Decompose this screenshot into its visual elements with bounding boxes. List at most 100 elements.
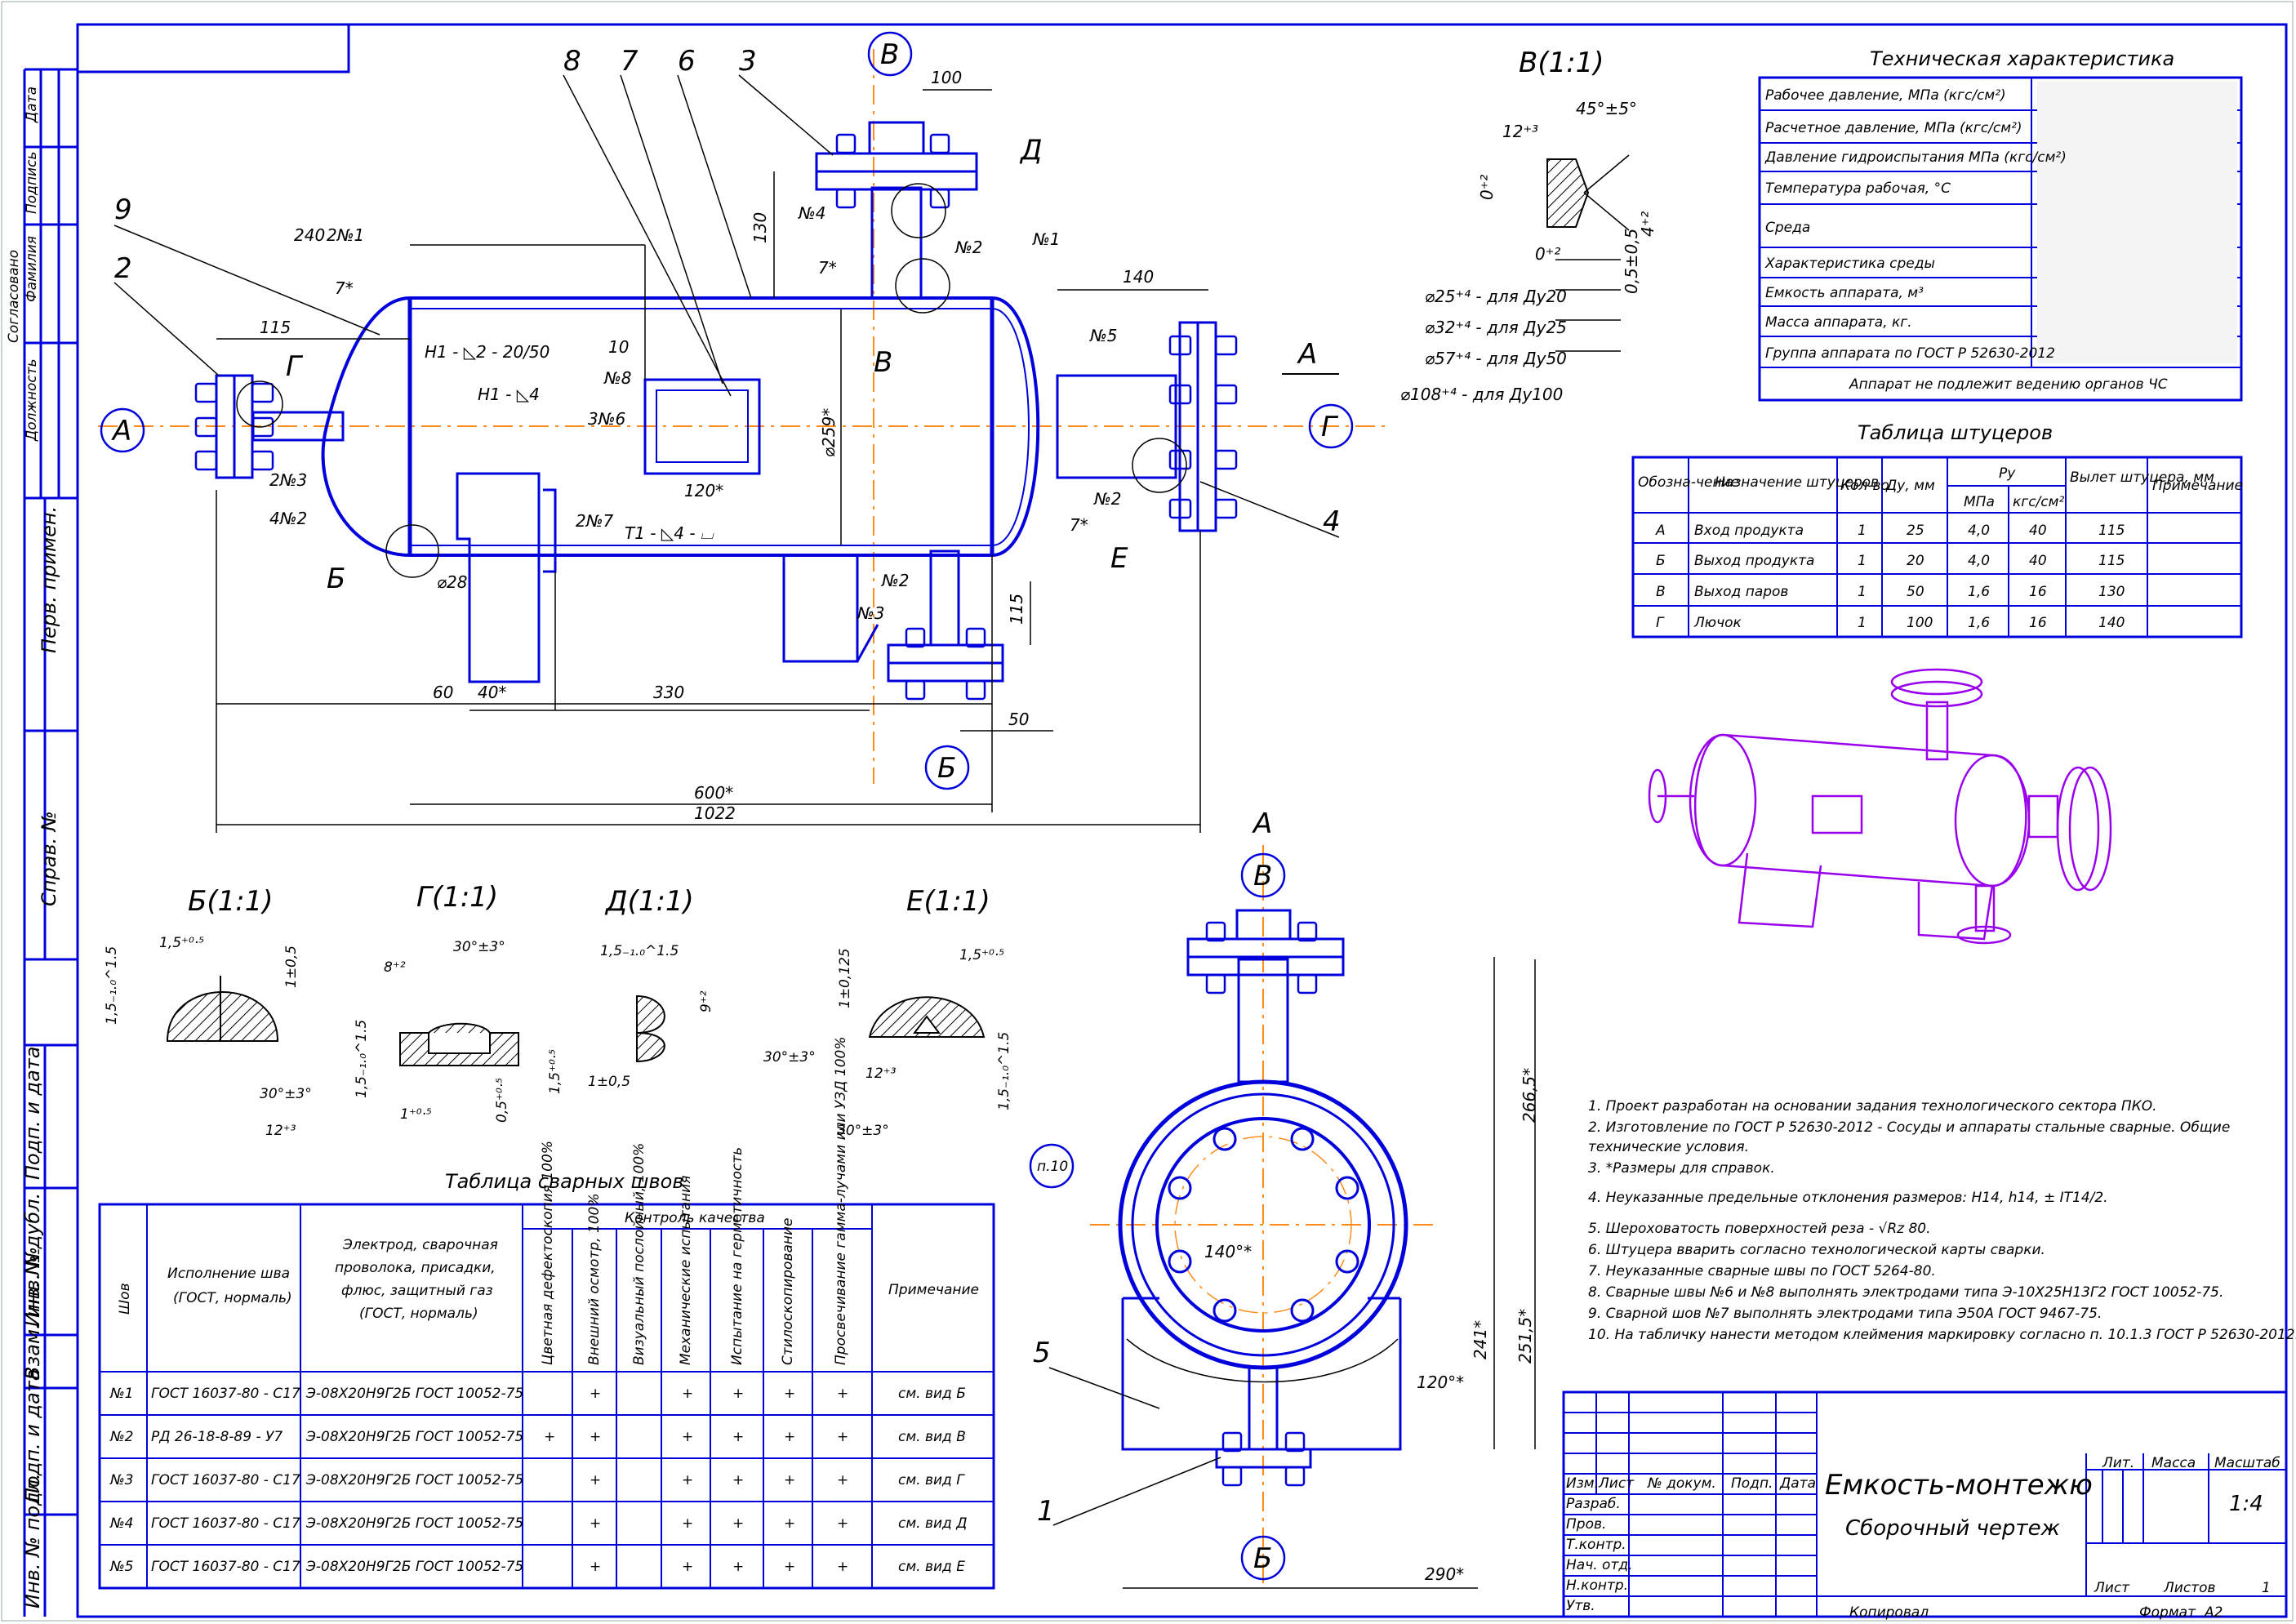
svg-text:Справ. №: Справ. № [38,811,60,906]
svg-text:№5: №5 [1089,326,1118,345]
svg-text:Сборочный чертеж: Сборочный чертеж [1845,1516,2061,1541]
svg-text:Исполнение шва: Исполнение шва [167,1266,290,1282]
welds-rows: №1 ГОСТ 16037-80 - С17 Э-08Х20Н9Г2Б ГОСТ… [109,1386,968,1575]
svg-text:140: 140 [2098,615,2125,631]
svg-text:5. Шероховатость поверхностей: 5. Шероховатость поверхностей реза - √Rz… [1588,1221,1931,1237]
svg-text:Расчетное давление, МПа (кгс/с: Расчетное давление, МПа (кгс/см²) [1765,120,2022,136]
svg-text:8. Сварные швы №6 и №8 выполн: 8. Сварные швы №6 и №8 выполнять электро… [1588,1284,2223,1301]
svg-text:9⁺²: 9⁺² [698,990,714,1012]
svg-text:ГОСТ 16037-80 - С17: ГОСТ 16037-80 - С17 [151,1472,300,1488]
svg-text:Аппарат не подлежит ведению ор: Аппарат не подлежит ведению органов ЧС [1849,376,2168,393]
svg-text:Лист: Лист [1598,1475,1635,1492]
nozzle-rows: А Вход продукта 1 25 4,0 40 115 Б Выход … [1655,523,2125,631]
svg-text:8: 8 [563,45,581,78]
svg-text:+: + [784,1429,795,1445]
svg-text:266,5*: 266,5* [1520,1068,1539,1123]
svg-text:6. Штуцера вварить согласно т: 6. Штуцера вварить согласно технологичес… [1588,1242,2045,1258]
svg-text:Визуальный послойный, 100%: Визуальный послойный, 100% [631,1143,647,1365]
svg-text:Копировал: Копировал [1849,1604,1929,1621]
svg-text:Лит.: Лит. [2102,1455,2134,1471]
svg-text:3№6: 3№6 [588,409,625,429]
svg-text:2№3: 2№3 [269,470,307,490]
svg-text:Подп. и дата: Подп. и дата [21,1369,44,1503]
svg-text:251,5*: 251,5* [1515,1309,1535,1364]
svg-text:16: 16 [2029,584,2047,600]
svg-text:В(1:1): В(1:1) [1519,47,1604,79]
svg-text:1: 1 [1858,523,1867,539]
left-stamp-labels: Дата Подпись Фамилия Должность Согласова… [6,87,60,1608]
svg-text:16: 16 [2029,615,2047,631]
svg-text:⌀25⁺⁴ - для Ду20: ⌀25⁺⁴ - для Ду20 [1425,287,1567,306]
svg-text:3: 3 [739,45,757,78]
svg-text:РД 26-18-8-89 - У7: РД 26-18-8-89 - У7 [151,1429,283,1445]
svg-text:1⁺⁰·⁵: 1⁺⁰·⁵ [400,1106,432,1123]
svg-text:Е: Е [1110,542,1128,575]
svg-text:Вход продукта: Вход продукта [1694,523,1804,539]
svg-text:120°*: 120°* [1417,1373,1464,1392]
svg-text:1±0,125: 1±0,125 [837,948,853,1008]
svg-text:7. Неуказанные сварные швы по: 7. Неуказанные сварные швы по ГОСТ 5264-… [1588,1263,1936,1279]
svg-text:40: 40 [2029,523,2047,539]
svg-text:Примечание: Примечание [2152,478,2243,494]
svg-text:6: 6 [678,45,696,78]
detail-views: Б(1:1) 1,5⁺⁰·⁵ 1,5₋₁.₀^1.5 1±0,5 30°±3° … [104,881,1012,1139]
svg-text:№5: №5 [109,1559,134,1575]
svg-text:Таблица штуцеров: Таблица штуцеров [1858,421,2053,444]
svg-text:Должность: Должность [24,358,40,442]
svg-text:7: 7 [621,45,639,78]
svg-text:Цветная дефектоскопия 100%: Цветная дефектоскопия 100% [540,1141,556,1365]
svg-text:+: + [590,1429,601,1445]
svg-text:+: + [732,1559,744,1575]
title-block: Изм. Лист № докум. Подп. Дата Разраб. Пр… [1562,1390,2288,1621]
svg-text:Н.контр.: Н.контр. [1566,1577,1628,1594]
svg-text:140°*: 140°* [1204,1242,1252,1261]
svg-text:+: + [732,1429,744,1445]
svg-text:В: В [1656,584,1666,600]
svg-text:40*: 40* [478,683,506,702]
svg-text:флюс, защитный газ: флюс, защитный газ [341,1283,493,1299]
svg-text:+: + [784,1472,795,1488]
svg-text:Характеристика среды: Характеристика среды [1764,256,1935,272]
svg-text:+: + [590,1559,601,1575]
svg-text:4№2: 4№2 [269,509,307,528]
svg-text:Б: Б [1656,553,1666,569]
svg-text:№4: №4 [798,203,826,223]
svg-text:№3: №3 [109,1472,134,1488]
svg-text:Формат: Формат [2139,1604,2196,1621]
svg-text:Выход паров: Выход паров [1694,584,1788,600]
svg-text:130: 130 [2098,584,2125,600]
svg-text:+: + [837,1472,848,1488]
svg-text:+: + [837,1559,848,1575]
svg-text:+: + [732,1515,744,1532]
svg-text:см. вид Б: см. вид Б [898,1386,966,1402]
svg-text:7*: 7* [335,278,354,298]
svg-text:Контроль качества: Контроль качества [625,1210,765,1226]
svg-text:проволока, присадки,: проволока, присадки, [335,1260,496,1276]
svg-text:1,5⁺⁰·⁵: 1,5⁺⁰·⁵ [959,947,1004,963]
svg-text:50: 50 [1008,710,1029,729]
svg-text:технические условия.: технические условия. [1588,1139,1749,1155]
svg-text:Б: Б [937,752,956,785]
end-view-a: А [1029,808,1539,1589]
svg-text:Инв. № подл.: Инв. № подл. [21,1473,44,1608]
svg-text:№3: №3 [857,603,885,623]
svg-text:1,5₋₁.₀^1.5: 1,5₋₁.₀^1.5 [600,943,679,959]
svg-text:А: А [1252,808,1272,840]
svg-text:Д: Д [1019,134,1043,167]
svg-text:12⁺³: 12⁺³ [865,1066,897,1082]
svg-text:+: + [784,1386,795,1402]
svg-text:0⁺²: 0⁺² [1477,175,1497,200]
svg-text:+: + [590,1472,601,1488]
svg-text:№2: №2 [1093,489,1122,509]
svg-text:№2: №2 [954,238,983,257]
svg-text:Э-08Х20Н9Г2Б ГОСТ 10052-75: Э-08Х20Н9Г2Б ГОСТ 10052-75 [305,1429,523,1445]
svg-text:(ГОСТ, нормаль): (ГОСТ, нормаль) [173,1290,292,1306]
svg-text:Б: Б [1253,1542,1272,1575]
svg-text:Выход продукта: Выход продукта [1694,553,1814,569]
svg-text:Б: Б [327,563,345,595]
svg-text:+: + [682,1472,693,1488]
svg-text:Ду, мм: Ду, мм [1885,478,1935,494]
nozzle-table: Таблица штуцеров Обозна-чение Назначение… [1631,421,2243,638]
svg-text:Подпись: Подпись [24,152,40,214]
